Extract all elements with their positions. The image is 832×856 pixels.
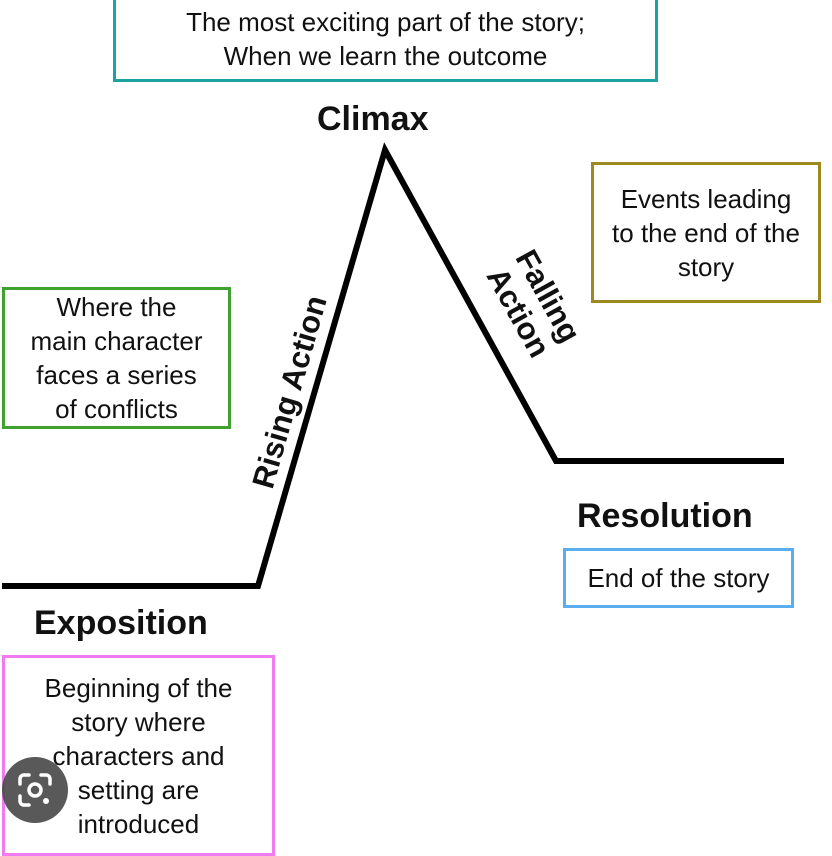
falling-action-description-box: Events leading to the end of the story <box>591 162 821 303</box>
falling-description-line3: story <box>677 251 735 282</box>
exposition-description-line5: introduced <box>77 808 200 839</box>
exposition-description-box: Beginning of the story where characters … <box>2 655 275 856</box>
falling-description-line1: Events leading <box>620 183 792 214</box>
resolution-description-box: End of the story <box>563 548 794 608</box>
climax-label: Climax <box>317 100 429 138</box>
falling-description-line2: to the end of the <box>612 217 800 248</box>
rising-description-line4: of conflicts <box>55 394 178 424</box>
rising-description-line3: faces a series <box>36 360 197 390</box>
resolution-description: End of the story <box>587 563 770 593</box>
lens-search-button[interactable] <box>2 757 68 823</box>
resolution-label: Resolution <box>577 497 753 535</box>
exposition-description-line4: setting are <box>77 774 200 805</box>
climax-description-line2: When we learn the outcome <box>223 41 548 71</box>
rising-description-line2: main character <box>30 326 203 356</box>
lens-search-icon <box>18 773 52 807</box>
exposition-description-line3: characters and <box>52 740 225 771</box>
rising-description-line1: Where the <box>56 292 177 322</box>
climax-description-line1: The most exciting part of the story; <box>186 7 585 37</box>
plot-line <box>2 142 784 589</box>
exposition-description-line2: story where <box>71 706 206 737</box>
exposition-label: Exposition <box>34 604 208 642</box>
rising-action-description-box: Where the main character faces a series … <box>2 287 231 429</box>
climax-description-box: The most exciting part of the story; Whe… <box>113 0 658 82</box>
exposition-description-line1: Beginning of the <box>44 672 233 703</box>
